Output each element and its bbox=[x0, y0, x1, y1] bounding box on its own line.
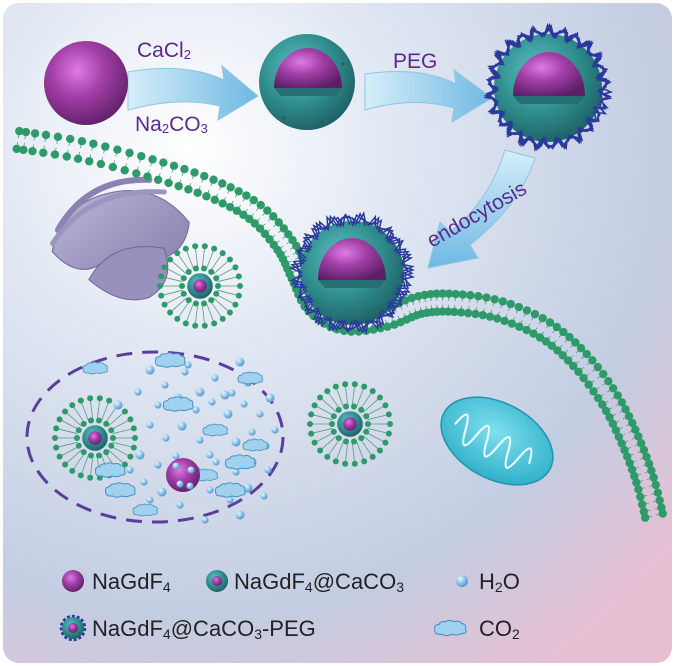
legend-nagdf4-label: NaGdF4 bbox=[92, 569, 171, 595]
golgi-apparatus bbox=[50, 176, 190, 301]
lysosome-boundary bbox=[25, 350, 285, 524]
legend-nagdf4-icon bbox=[62, 570, 84, 592]
label-na2co3: Na2CO3 bbox=[135, 113, 208, 136]
legend-nagdf4-caco3-label: NaGdF4@CaCO3 bbox=[234, 569, 404, 595]
legend-co2-icon bbox=[433, 619, 467, 637]
legend: NaGdF4 NaGdF4@CaCO3 H2O NaGdF4@CaCO3-PEG… bbox=[59, 569, 520, 642]
endocytosed-particle bbox=[288, 211, 416, 335]
arrow-peg bbox=[364, 68, 493, 123]
label-cacl2: CaCl2 bbox=[137, 39, 191, 62]
nagdf4-cacO3-particle bbox=[259, 34, 355, 130]
nagdf4-cacO3-peg-particle bbox=[483, 22, 614, 152]
arrow-endocytosis bbox=[427, 149, 536, 269]
legend-nagdf4-caco3-icon bbox=[206, 570, 228, 592]
vesicle-1 bbox=[157, 243, 243, 329]
legend-co2-label: CO2 bbox=[479, 616, 520, 642]
lysosome-contents bbox=[82, 352, 279, 524]
nagdf4-particle bbox=[44, 41, 128, 125]
legend-water-label: H2O bbox=[479, 569, 520, 595]
arrow-cacl2 bbox=[127, 64, 259, 121]
vesicle-3 bbox=[52, 395, 138, 481]
legend-nagdf4-caco3-peg-label: NaGdF4@CaCO3-PEG bbox=[92, 616, 316, 642]
label-peg: PEG bbox=[393, 50, 437, 73]
vesicle-2 bbox=[307, 381, 393, 467]
legend-nagdf4-caco3-peg-icon bbox=[59, 614, 87, 642]
mitochondrion bbox=[440, 396, 554, 486]
legend-water-icon bbox=[456, 575, 468, 587]
label-endocytosis: endocytosis bbox=[423, 177, 531, 252]
